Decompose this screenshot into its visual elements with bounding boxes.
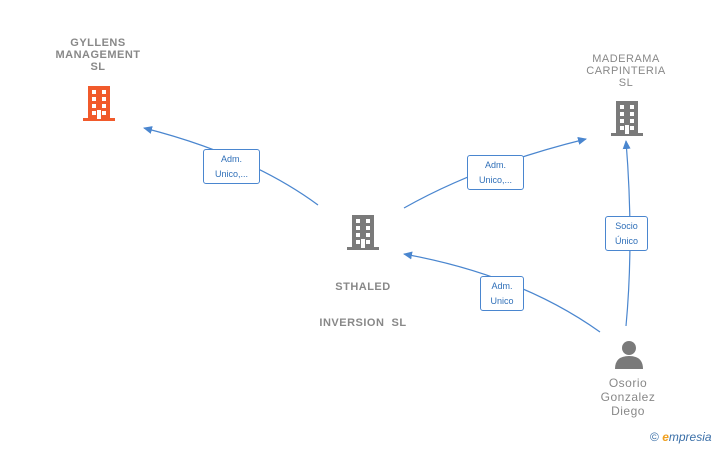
edge-label-line: Socio	[615, 221, 638, 231]
node-label-line: Diego	[611, 404, 645, 418]
node-label-line: STHALED	[335, 281, 391, 293]
edge-label-line: Unico,...	[478, 175, 512, 185]
edge-label-line: Adm.	[484, 160, 506, 170]
edge-label-osorio-sthaled[interactable]: Adm. Unico	[480, 276, 524, 311]
brand-e: e	[662, 430, 669, 444]
node-label-line: SL	[618, 77, 634, 89]
edge-label-sthaled-maderama[interactable]: Adm. Unico,...	[467, 155, 524, 190]
node-label-line: MADERAMA	[592, 53, 660, 65]
edge-label-line: Unico,...	[214, 169, 248, 179]
node-label-sthaled[interactable]: STHALED INVERSION SL	[308, 257, 418, 341]
node-label-line: GYLLENS	[70, 37, 126, 49]
edge-label-osorio-maderama[interactable]: Socio Único	[605, 216, 648, 251]
node-label-line: SL	[90, 61, 106, 73]
edge-label-line: Único	[614, 236, 638, 246]
edge-label-line: Unico	[490, 296, 514, 306]
node-label-line: MANAGEMENT	[55, 49, 141, 61]
node-label-line: INVERSION SL	[319, 317, 407, 329]
building-icon[interactable]	[347, 215, 379, 251]
brand-logo: © empresia	[650, 430, 712, 444]
node-label-maderama[interactable]: MADERAMA CARPINTERIA SL	[570, 53, 682, 89]
node-label-line: Gonzalez	[600, 390, 656, 404]
brand-name: mpresia	[668, 430, 712, 444]
building-icon[interactable]	[611, 101, 643, 137]
person-icon[interactable]	[614, 340, 644, 370]
node-label-line: Osorio	[608, 376, 648, 390]
edge-label-line: Adm.	[491, 281, 513, 291]
building-icon[interactable]	[83, 86, 115, 122]
edge-label-sthaled-gyllens[interactable]: Adm. Unico,...	[203, 149, 260, 184]
node-label-line: CARPINTERIA	[586, 65, 666, 77]
node-label-osorio[interactable]: Osorio Gonzalez Diego	[586, 376, 670, 418]
node-label-gyllens[interactable]: GYLLENS MANAGEMENT SL	[40, 37, 156, 73]
edge-label-line: Adm.	[220, 154, 242, 164]
copyright-symbol: ©	[650, 430, 659, 444]
